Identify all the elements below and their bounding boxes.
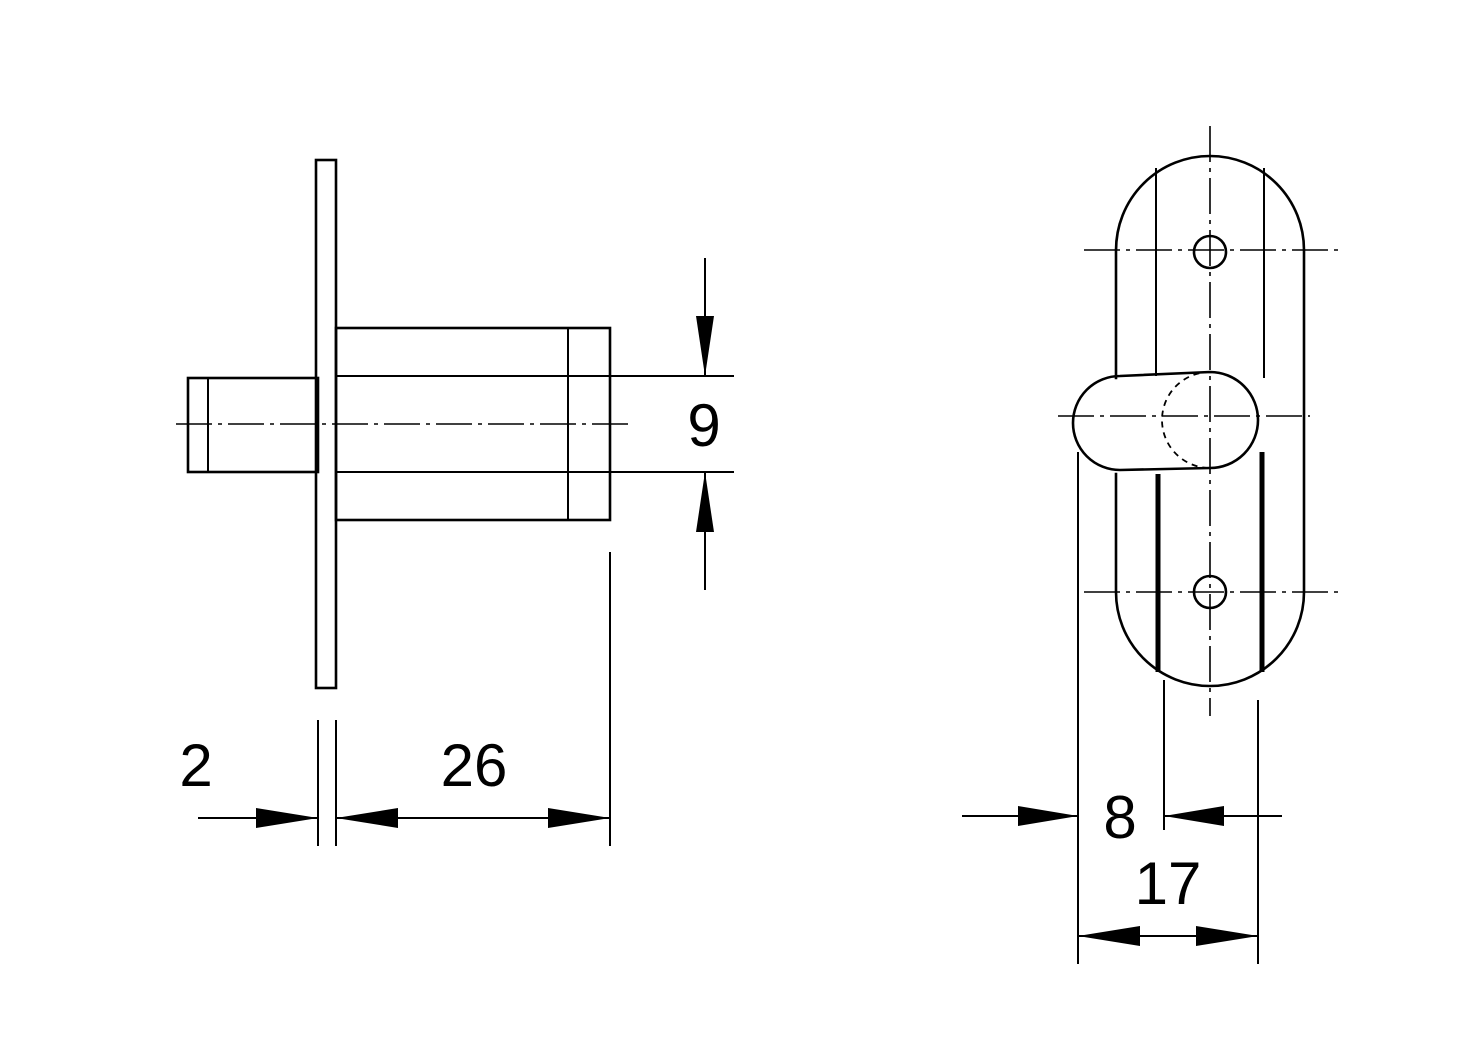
plate-width-label: 17 [1135, 850, 1202, 917]
shaft-diameter-label: 9 [687, 392, 720, 459]
plate-thickness-label: 2 [179, 732, 212, 799]
front-view: 8 17 [962, 126, 1338, 964]
dimension-2: 2 [179, 732, 318, 828]
lock-bolt [1071, 370, 1260, 472]
body-length-label: 26 [441, 732, 508, 799]
bolt-hidden-circle [1161, 371, 1259, 469]
screw-hole-top [1084, 234, 1338, 270]
screw-hole-bottom [1084, 574, 1338, 610]
dimension-26: 26 [336, 732, 610, 828]
side-view: 9 2 26 [176, 158, 734, 846]
lock-shaft [186, 376, 320, 474]
bolt-offset-label: 8 [1103, 784, 1136, 851]
dimension-9: 9 [687, 258, 721, 590]
dimension-8: 8 [962, 784, 1282, 851]
dimension-17: 17 [1078, 850, 1258, 946]
